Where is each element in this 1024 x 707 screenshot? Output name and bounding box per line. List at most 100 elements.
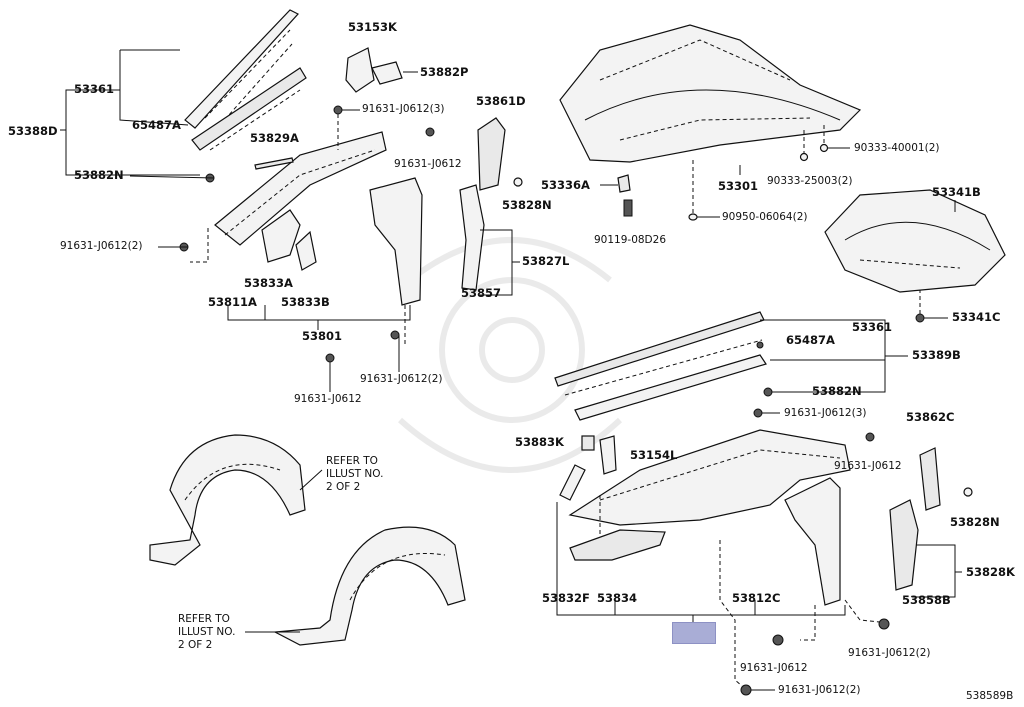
label-53812C: 53812C: [732, 591, 781, 605]
label-53154L: 53154L: [630, 448, 678, 462]
bolt-91631-J0612-c: [865, 432, 875, 442]
bracket-53388D: [65, 49, 200, 176]
bolt-91631-J0612-2-mid: [390, 330, 400, 340]
label-53388D: 53388D: [8, 124, 58, 138]
clip-53882N-right: [763, 387, 773, 397]
label-91631-J0612-d: 91631-J0612: [740, 662, 808, 674]
bolt-91631-J0612-3-right: [753, 408, 763, 418]
seal-53882P: [371, 61, 403, 85]
refer-note-bottom-line1: REFER TO: [178, 613, 230, 625]
seal-53153K: [345, 47, 375, 93]
diagram-id: 538589B: [966, 690, 1014, 702]
bolt-91631-J0612-b: [325, 353, 335, 363]
bracket-53832F: [559, 464, 586, 501]
label-53858B: 53858B: [902, 593, 951, 607]
label-90333-25003: 90333-25003(2): [767, 175, 853, 187]
bolt-91631-J0612-2-bottom: [740, 684, 752, 696]
cushion-90333-25003: [799, 152, 809, 162]
label-91631-J0612-c: 91631-J0612: [834, 460, 902, 472]
bracket-53833B: [295, 230, 317, 271]
label-53827L: 53827L: [522, 254, 570, 268]
cushion-90333-40001: [819, 143, 829, 153]
label-53882N-top: 53882N: [74, 168, 124, 182]
clip-53341C: [915, 313, 925, 323]
bolt-91631-J0612-d: [772, 634, 784, 646]
bracket-53828K: [889, 499, 919, 591]
apron-upper-53811A: [214, 131, 387, 246]
bolt-91631-J0612-3: [333, 105, 343, 115]
label-90333-40001: 90333-40001(2): [854, 142, 940, 154]
cowl-louver-seal: [191, 67, 307, 151]
cowl-louver-top: [184, 9, 299, 129]
bracket-53336A: [617, 174, 631, 193]
label-53801: 53801: [302, 329, 343, 343]
label-53862C: 53862C: [906, 410, 955, 424]
bracket-line-53801: [227, 305, 411, 330]
apron-right: [784, 477, 841, 606]
bracket-53827L: [459, 184, 485, 291]
fender-53812C: [568, 429, 851, 545]
label-91631-J0612-2-br: 91631-J0612(2): [848, 647, 931, 659]
label-65487A-top: 65487A: [132, 118, 181, 132]
cowl-seal-53389B: [554, 311, 767, 421]
retainer-65487A-right: [756, 341, 764, 349]
stay-90119-08D26: [623, 199, 633, 217]
label-91631-J0612-3-top: 91631-J0612(3): [362, 103, 445, 115]
label-53361-right: 53361: [852, 320, 893, 334]
seal-53154L: [599, 435, 617, 475]
label-91631-J0612-2-mid: 91631-J0612(2): [360, 373, 443, 385]
label-91631-J0612-b: 91631-J0612: [294, 393, 362, 405]
fender-liner-lower: [272, 526, 466, 646]
label-90119-08D26: 90119-08D26: [594, 234, 666, 246]
bolt-91631-J0612-2-br: [878, 618, 890, 630]
label-91631-J0612-a: 91631-J0612: [394, 158, 462, 170]
bracket-53833A: [261, 209, 301, 263]
label-53301: 53301: [718, 179, 759, 193]
label-91631-J0612-2-bottom: 91631-J0612(2): [778, 684, 861, 696]
bracket-line-53828K: [912, 544, 956, 598]
bracket-line-53389B: [760, 319, 886, 393]
label-90950-06064: 90950-06064(2): [722, 211, 808, 223]
seal-90950-06064: [688, 213, 698, 221]
label-53857: 53857: [461, 286, 502, 300]
label-65487A-right: 65487A: [786, 333, 835, 347]
bracket-line-53812C: [556, 502, 846, 622]
bracket-53862C: [919, 447, 941, 511]
clip-53828N-top: [513, 177, 523, 187]
label-91631-J0612-3-right: 91631-J0612(3): [784, 407, 867, 419]
label-53361-top: 53361: [74, 82, 115, 96]
refer-note-bottom: REFER TO ILLUST NO. 2 OF 2: [178, 613, 235, 652]
label-91631-J0612-2-left: 91631-J0612(2): [60, 240, 143, 252]
refer-note-top-line1: REFER TO: [326, 455, 378, 467]
refer-note-top-line2: ILLUST NO.: [326, 468, 384, 480]
label-53832F: 53832F: [542, 591, 590, 605]
label-53153K: 53153K: [348, 20, 397, 34]
label-53882P: 53882P: [420, 65, 469, 79]
label-53828K: 53828K: [966, 565, 1015, 579]
label-53828N-top: 53828N: [502, 198, 552, 212]
label-53833B: 53833B: [281, 295, 330, 309]
seal-53883K: [581, 435, 595, 451]
label-53828N-right: 53828N: [950, 515, 1000, 529]
label-53829A: 53829A: [250, 131, 299, 145]
bracket-53834: [569, 529, 666, 561]
label-53336A: 53336A: [541, 178, 590, 192]
apron-main-53801: [369, 177, 423, 345]
strip-53829A: [254, 157, 294, 170]
refer-note-top-line3: 2 OF 2: [326, 481, 361, 493]
refer-note-top: REFER TO ILLUST NO. 2 OF 2: [326, 455, 383, 494]
hood-53301: [559, 24, 862, 163]
fender-liner-upper: [149, 434, 306, 566]
bolt-91631-J0612-a: [425, 127, 435, 137]
label-53341C: 53341C: [952, 310, 1001, 324]
label-53882N-right: 53882N: [812, 384, 862, 398]
label-53341B: 53341B: [932, 185, 981, 199]
label-53834: 53834: [597, 591, 638, 605]
label-53389B: 53389B: [912, 348, 961, 362]
label-53833A: 53833A: [244, 276, 293, 290]
bracket-53861D: [477, 117, 506, 191]
highlight-box[interactable]: [672, 622, 716, 644]
hood-insulator-53341B: [824, 189, 1006, 293]
